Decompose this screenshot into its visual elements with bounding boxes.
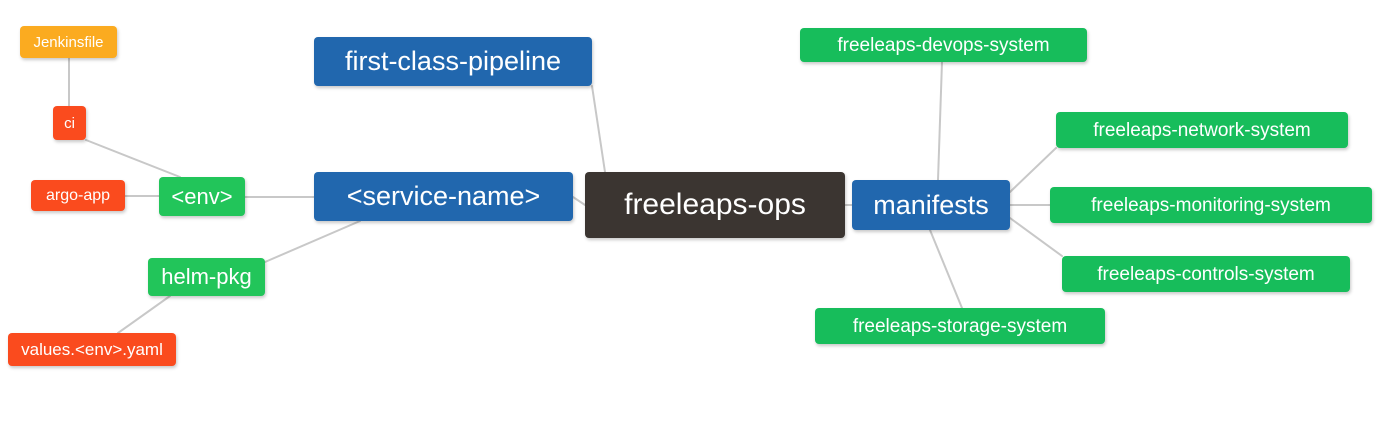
mindmap-edge-freeleaps-ops-to-first-class-pipeline: [591, 85, 606, 173]
mindmap-node-ci[interactable]: ci: [53, 106, 86, 140]
mindmap-node-freeleaps-network-system[interactable]: freeleaps-network-system: [1056, 112, 1348, 148]
mindmap-edge-manifests-to-freeleaps-controls-system: [1009, 217, 1063, 257]
mindmap-node-jenkinsfile[interactable]: Jenkinsfile: [20, 26, 117, 58]
mindmap-node-freeleaps-devops-system[interactable]: freeleaps-devops-system: [800, 28, 1087, 62]
mindmap-edge-env-to-ci: [85, 139, 181, 178]
mindmap-node-freeleaps-storage-system[interactable]: freeleaps-storage-system: [815, 308, 1105, 344]
mindmap-node-freeleaps-ops[interactable]: freeleaps-ops: [585, 172, 845, 238]
mindmap-edge-freeleaps-ops-to-service-name: [572, 196, 586, 206]
mindmap-node-freeleaps-monitoring-system[interactable]: freeleaps-monitoring-system: [1050, 187, 1372, 223]
mindmap-edge-manifests-to-freeleaps-network-system: [1009, 147, 1057, 193]
mindmap-node-freeleaps-controls-system[interactable]: freeleaps-controls-system: [1062, 256, 1350, 292]
mindmap-edge-manifests-to-freeleaps-devops-system: [937, 61, 943, 181]
mindmap-node-values-yaml[interactable]: values.<env>.yaml: [8, 333, 176, 366]
mindmap-node-helm-pkg[interactable]: helm-pkg: [148, 258, 265, 296]
mindmap-edge-service-name-to-helm-pkg: [264, 220, 361, 263]
mindmap-edge-helm-pkg-to-values-yaml: [117, 295, 171, 334]
mindmap-node-argo-app[interactable]: argo-app: [31, 180, 125, 211]
mindmap-node-service-name[interactable]: <service-name>: [314, 172, 573, 221]
mindmap-node-manifests[interactable]: manifests: [852, 180, 1010, 230]
mindmap-node-first-class-pipeline[interactable]: first-class-pipeline: [314, 37, 592, 86]
mindmap-edge-manifests-to-freeleaps-storage-system: [929, 229, 963, 309]
mindmap-node-env[interactable]: <env>: [159, 177, 245, 216]
